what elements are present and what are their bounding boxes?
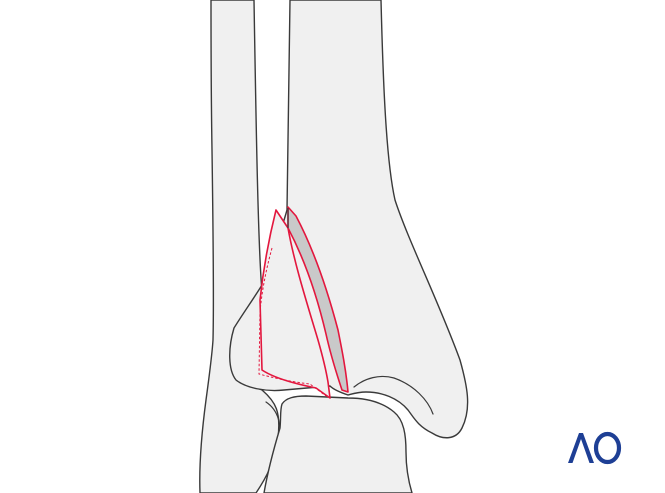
ao-logo: AO (566, 430, 622, 466)
ao-logo-mark (568, 431, 622, 465)
fibula (199, 0, 280, 493)
medial-malleolus-contour (353, 375, 434, 415)
fragment-hidden-outline (258, 247, 327, 397)
talus (263, 395, 413, 493)
posterior-fragment (259, 209, 331, 399)
fracture-gap (287, 206, 349, 393)
